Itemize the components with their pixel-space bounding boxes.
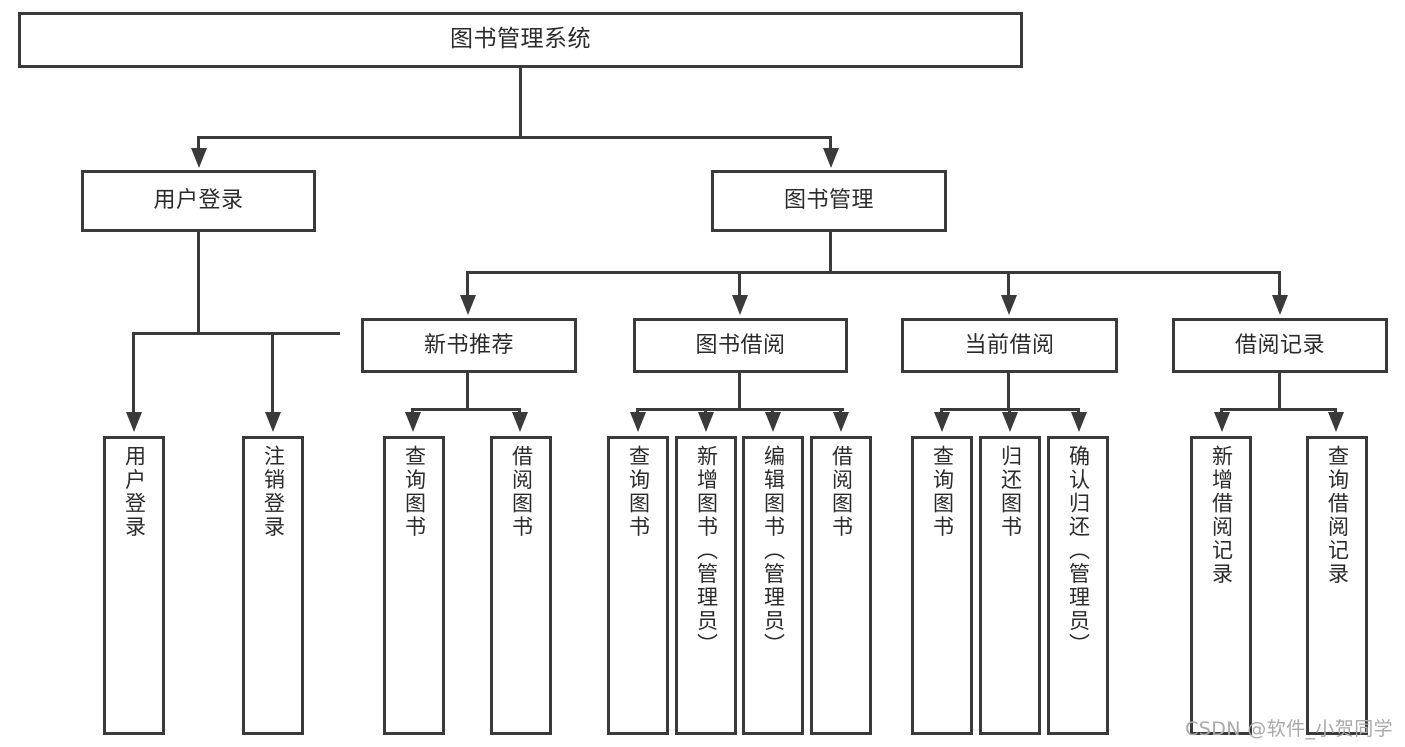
- edge-root-drop-2: [829, 136, 832, 152]
- leaf-query-books-current[interactable]: 查询图书: [911, 436, 973, 735]
- node-root-book-management-system[interactable]: 图书管理系统: [18, 12, 1023, 68]
- arrowhead-bb-3: [765, 412, 781, 432]
- node-label: 图书借阅: [695, 332, 786, 358]
- edge-br-stem: [1278, 373, 1281, 410]
- edge-root-bus: [197, 136, 832, 139]
- node-label: 查询图书: [402, 445, 427, 539]
- edge-root-drop-1: [197, 136, 200, 152]
- edge-bb-stem: [738, 373, 741, 410]
- node-label: 借阅图书: [509, 445, 534, 539]
- node-label: 新增借阅记录: [1209, 445, 1234, 586]
- arrowhead-to-current-borrow: [1001, 295, 1017, 315]
- arrowhead-bb-4: [833, 412, 849, 432]
- edge-nbr-stem: [466, 373, 469, 410]
- arrowhead-nbr-2: [512, 412, 528, 432]
- node-label: 新增图书（管理员）: [694, 445, 719, 657]
- arrowhead-to-book-borrow: [732, 295, 748, 315]
- arrowhead-to-new-book-recommend: [460, 295, 476, 315]
- node-label: 用户登录: [153, 188, 244, 214]
- edge-bm-drop-1: [466, 271, 469, 299]
- leaf-query-books-borrow[interactable]: 查询图书: [607, 436, 669, 735]
- node-book-borrow[interactable]: 图书借阅: [633, 318, 848, 373]
- arrowhead-bb-2: [698, 412, 714, 432]
- arrowhead-to-borrow-records: [1272, 295, 1288, 315]
- leaf-add-book-admin[interactable]: 新增图书（管理员）: [675, 436, 737, 735]
- edge-user-login-drop-1: [132, 332, 135, 416]
- arrowhead-cb-3: [1071, 412, 1087, 432]
- arrowhead-to-leaf-user-login: [126, 412, 142, 432]
- leaf-borrow-books[interactable]: 借阅图书: [810, 436, 872, 735]
- edge-book-management-bus: [466, 271, 1281, 274]
- node-label: 查询图书: [930, 445, 955, 539]
- node-label: 借阅记录: [1234, 332, 1325, 358]
- arrowhead-br-2: [1328, 412, 1344, 432]
- node-label: 新书推荐: [423, 332, 514, 358]
- leaf-edit-book-admin[interactable]: 编辑图书（管理员）: [742, 436, 804, 735]
- node-label: 查询图书: [626, 445, 651, 539]
- node-user-login[interactable]: 用户登录: [81, 170, 316, 232]
- leaf-confirm-return-admin[interactable]: 确认归还（管理员）: [1047, 436, 1109, 735]
- leaf-return-books[interactable]: 归还图书: [979, 436, 1041, 735]
- arrowhead-bb-1: [630, 412, 646, 432]
- arrowhead-nbr-1: [405, 412, 421, 432]
- node-label: 借阅图书: [829, 445, 854, 539]
- arrowhead-cb-2: [1002, 412, 1018, 432]
- edge-user-login-stem: [197, 232, 200, 334]
- edge-br-bus: [1220, 408, 1337, 411]
- edge-bm-drop-2: [738, 271, 741, 299]
- leaf-user-login[interactable]: 用户登录: [103, 436, 165, 735]
- leaf-add-borrow-record[interactable]: 新增借阅记录: [1190, 436, 1252, 735]
- edge-bb-bus: [636, 408, 844, 411]
- edge-nbr-bus: [411, 408, 521, 411]
- edge-bm-drop-4: [1278, 271, 1281, 299]
- arrowhead-br-1: [1214, 412, 1230, 432]
- arrowhead-to-leaf-logout: [265, 412, 281, 432]
- node-label: 当前借阅: [964, 332, 1055, 358]
- node-borrow-records[interactable]: 借阅记录: [1172, 318, 1388, 373]
- node-label: 编辑图书（管理员）: [761, 445, 786, 657]
- edge-user-login-bus: [132, 332, 340, 335]
- node-label: 归还图书: [998, 445, 1023, 539]
- arrowhead-cb-1: [934, 412, 950, 432]
- node-label: 用户登录: [122, 445, 147, 539]
- node-current-borrow[interactable]: 当前借阅: [901, 318, 1118, 373]
- edge-bm-drop-3: [1007, 271, 1010, 299]
- node-label: 图书管理系统: [450, 26, 591, 53]
- node-label: 注销登录: [261, 445, 286, 539]
- edge-root-stem: [519, 68, 522, 138]
- node-label: 确认归还（管理员）: [1066, 445, 1091, 657]
- arrowhead-to-user-login: [191, 148, 207, 168]
- leaf-borrow-books-recommend[interactable]: 借阅图书: [490, 436, 552, 735]
- edge-book-management-stem: [829, 232, 832, 274]
- arrowhead-to-book-management: [823, 148, 839, 168]
- node-new-book-recommend[interactable]: 新书推荐: [361, 318, 577, 373]
- edge-cb-stem: [1007, 373, 1010, 410]
- edge-user-login-drop-2: [271, 332, 274, 416]
- node-book-management[interactable]: 图书管理: [711, 170, 947, 232]
- node-label: 查询借阅记录: [1325, 445, 1350, 586]
- node-label: 图书管理: [783, 188, 874, 214]
- leaf-query-borrow-record[interactable]: 查询借阅记录: [1306, 436, 1368, 735]
- leaf-query-books-recommend[interactable]: 查询图书: [383, 436, 445, 735]
- leaf-logout[interactable]: 注销登录: [242, 436, 304, 735]
